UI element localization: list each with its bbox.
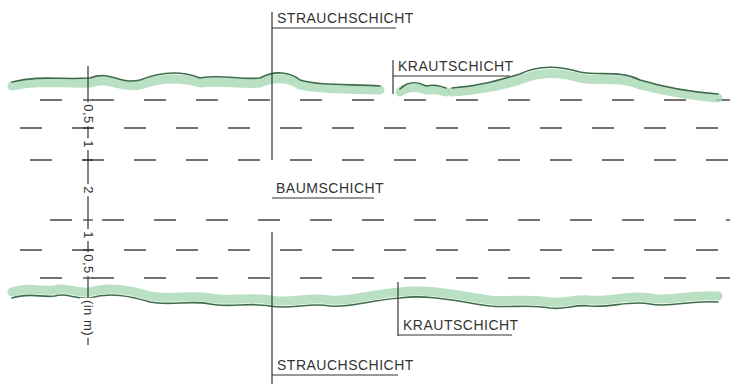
scale-number: 0,5	[80, 102, 96, 126]
layer-label: BAUMSCHICHT	[276, 180, 384, 196]
layer-label: STRAUCHSCHICHT	[277, 357, 414, 373]
layer-label: KRAUTSCHICHT	[403, 317, 519, 333]
layer-label: STRAUCHSCHICHT	[277, 10, 414, 26]
scale-number: 1	[80, 138, 96, 150]
scale-number: 1	[80, 229, 96, 241]
dashed-lines	[20, 100, 730, 278]
vegetation-bottom	[12, 289, 718, 309]
layer-label: KRAUTSCHICHT	[398, 58, 514, 74]
vegetation-top	[12, 67, 718, 98]
scale-number: 0,5	[80, 252, 96, 276]
scale-number: 2	[80, 184, 96, 196]
scale-unit: (in m)	[80, 298, 96, 338]
